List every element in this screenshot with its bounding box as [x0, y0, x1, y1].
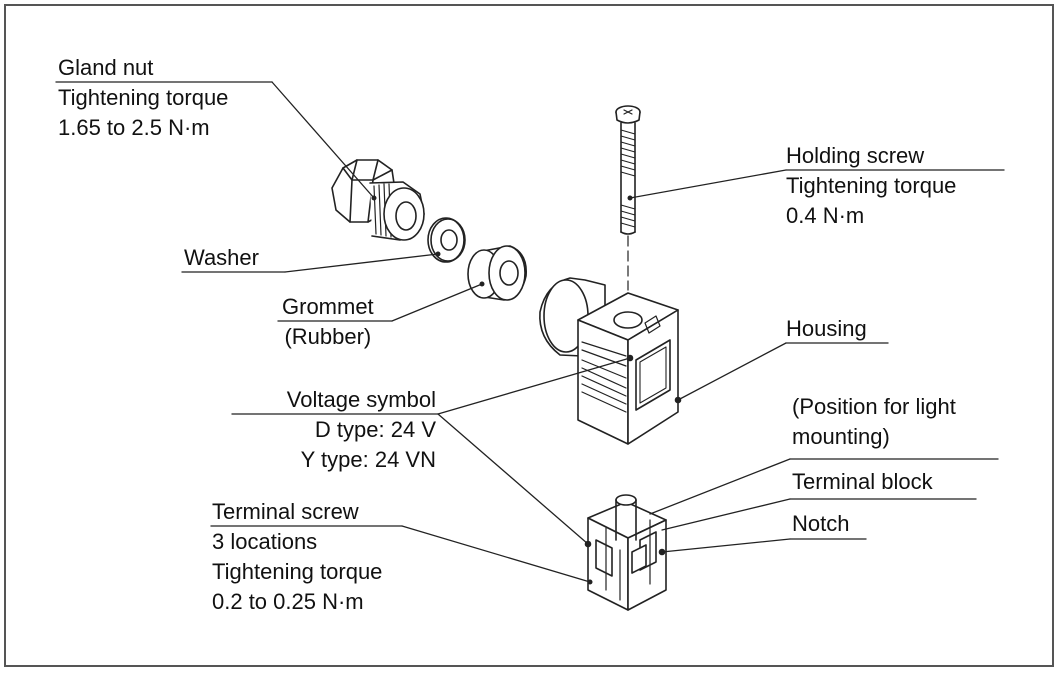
grommet-material: (Rubber) — [284, 324, 372, 349]
gland-nut-title: Gland nut — [58, 55, 154, 80]
washer-title: Washer — [184, 245, 259, 270]
leader-notch — [661, 538, 791, 553]
label-underlines — [55, 81, 1005, 540]
light-position-label: (Position for light mounting) — [792, 392, 956, 452]
leader-voltage-symbol — [437, 357, 631, 415]
terminal-block-label: Terminal block — [792, 467, 933, 497]
gland-nut-label: Gland nut Tightening torque 1.65 to 2.5 … — [58, 53, 228, 143]
leader-light-position — [649, 458, 791, 515]
leader-holding-screw — [629, 169, 787, 199]
terminal-block-title: Terminal block — [792, 469, 933, 494]
notch-label: Notch — [792, 509, 849, 539]
grommet-part — [467, 245, 527, 301]
voltage-d-type: D type: 24 V — [314, 417, 436, 442]
leader-terminal-block — [661, 498, 791, 531]
housing-label: Housing — [786, 314, 867, 344]
holding-screw-title: Holding screw — [786, 143, 925, 168]
diagram-frame — [4, 4, 1054, 667]
leader-gland-nut — [271, 81, 375, 199]
grommet-label: Grommet (Rubber) — [282, 292, 374, 352]
leader-washer — [284, 253, 439, 273]
terminal-block-part — [584, 494, 667, 611]
terminal-screw-torque-label: Tightening torque — [212, 559, 383, 584]
terminal-screw-torque-value: 0.2 to 0.25 N·m — [212, 589, 364, 614]
leader-lines — [271, 81, 791, 585]
holding-screw-part — [615, 105, 641, 291]
voltage-symbol-label: Voltage symbol D type: 24 V Y type: 24 V… — [234, 385, 436, 475]
leader-terminal-screw — [401, 525, 591, 583]
terminal-screw-label: Terminal screw 3 locations Tightening to… — [212, 497, 382, 617]
grommet-title: Grommet — [282, 294, 374, 319]
gland-nut-torque-value: 1.65 to 2.5 N·m — [58, 115, 210, 140]
washer-part — [427, 217, 466, 263]
light-position-line2: mounting) — [792, 424, 890, 449]
holding-screw-torque-value: 0.4 N·m — [786, 203, 865, 228]
holding-screw-torque-label: Tightening torque — [786, 173, 957, 198]
leader-voltage-symbol-2 — [437, 413, 589, 545]
holding-screw-label: Holding screw Tightening torque 0.4 N·m — [786, 141, 956, 231]
notch-title: Notch — [792, 511, 850, 536]
light-position-line1: (Position for light — [792, 394, 956, 419]
gland-nut-part — [331, 159, 425, 241]
washer-label: Washer — [184, 243, 259, 273]
leader-grommet — [391, 283, 483, 322]
terminal-screw-title: Terminal screw — [212, 499, 359, 524]
voltage-symbol-title: Voltage symbol — [286, 387, 436, 412]
housing-title: Housing — [786, 316, 867, 341]
voltage-y-type: Y type: 24 VN — [300, 447, 436, 472]
terminal-screw-locations: 3 locations — [212, 529, 318, 554]
housing-part — [539, 277, 682, 445]
leader-housing — [677, 342, 787, 401]
gland-nut-torque-label: Tightening torque — [58, 85, 229, 110]
